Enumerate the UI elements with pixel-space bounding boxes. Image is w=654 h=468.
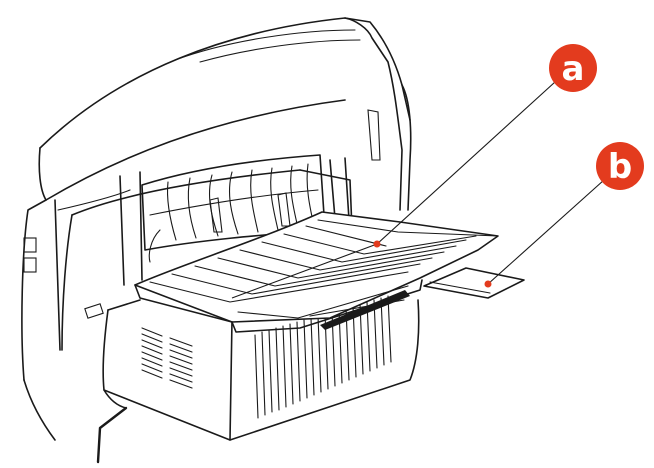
callout-a-dot xyxy=(373,240,381,248)
callout-a-circle xyxy=(549,44,597,92)
callout-leaders xyxy=(231,81,605,299)
vent-grille-left xyxy=(141,327,193,389)
tray-hinge xyxy=(320,290,410,330)
tray-extension xyxy=(423,267,525,299)
callout-b-badge: b xyxy=(596,142,644,190)
leader-a-lower xyxy=(231,243,378,299)
callout-a-label: a xyxy=(562,49,585,89)
leader-b xyxy=(487,179,605,285)
callout-b-circle xyxy=(596,142,644,190)
callout-b-dot xyxy=(484,280,492,288)
callout-b-label: b xyxy=(608,147,632,187)
leader-a-upper xyxy=(376,81,556,245)
callout-a-badge: a xyxy=(549,44,597,92)
